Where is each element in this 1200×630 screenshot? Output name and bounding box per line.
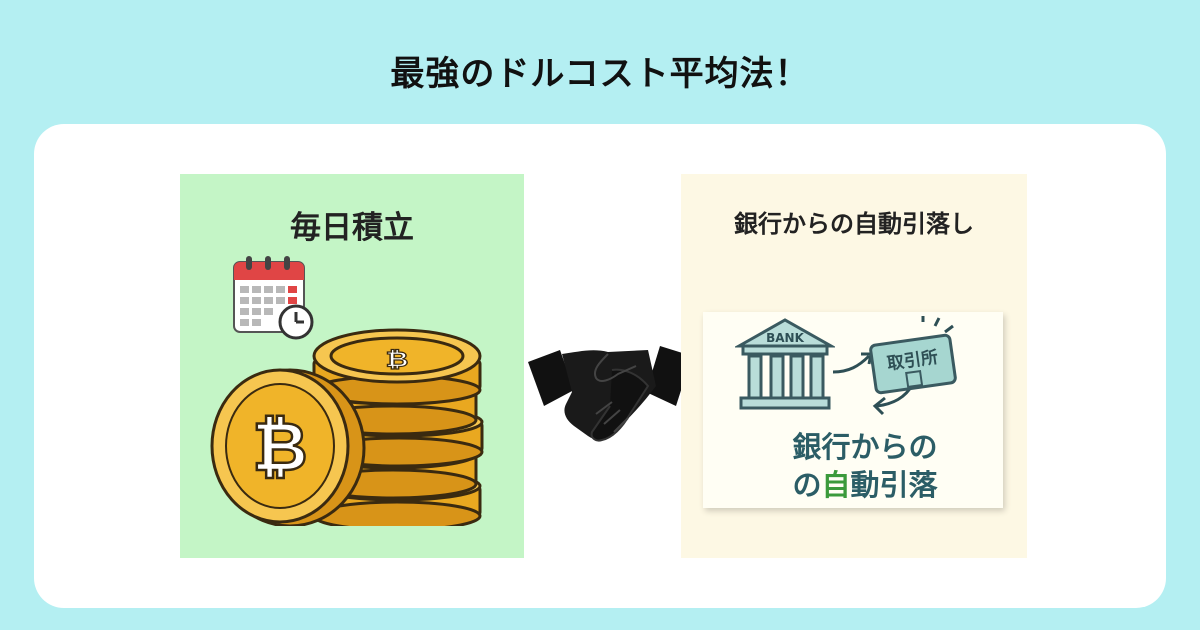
- daily-investment-panel: 毎日積立: [180, 174, 524, 558]
- bitcoin-coin-stack: ₿ ₿: [210, 328, 484, 526]
- bank-icon: BANK: [735, 318, 835, 410]
- handshake-icon: [528, 346, 692, 442]
- calendar-clock-icon: [233, 256, 314, 340]
- bank-sign: BANK: [766, 331, 804, 345]
- caption-highlight: 自: [821, 468, 851, 502]
- page-title: 最強のドルコスト平均法！: [390, 54, 810, 94]
- exchange-sign-icon: 取引所: [869, 316, 957, 395]
- content-card: 毎日積立: [34, 124, 1166, 608]
- bank-debit-panel: 銀行からの自動引落し BANK: [681, 174, 1027, 558]
- caption-line-1: 銀行からの: [792, 430, 938, 464]
- top-coin-symbol: ₿: [386, 347, 409, 372]
- bank-debit-heading: 銀行からの自動引落し: [734, 210, 974, 238]
- daily-investment-heading: 毎日積立: [290, 210, 414, 246]
- caption-line-2: の自動引落: [715, 462, 1015, 504]
- caption-line-2-pre: の: [792, 468, 822, 502]
- front-coin-symbol: ₿: [252, 408, 307, 487]
- bank-exchange-illustration: BANK: [703, 312, 1003, 508]
- caption-line-2-post: 動引落: [850, 468, 938, 502]
